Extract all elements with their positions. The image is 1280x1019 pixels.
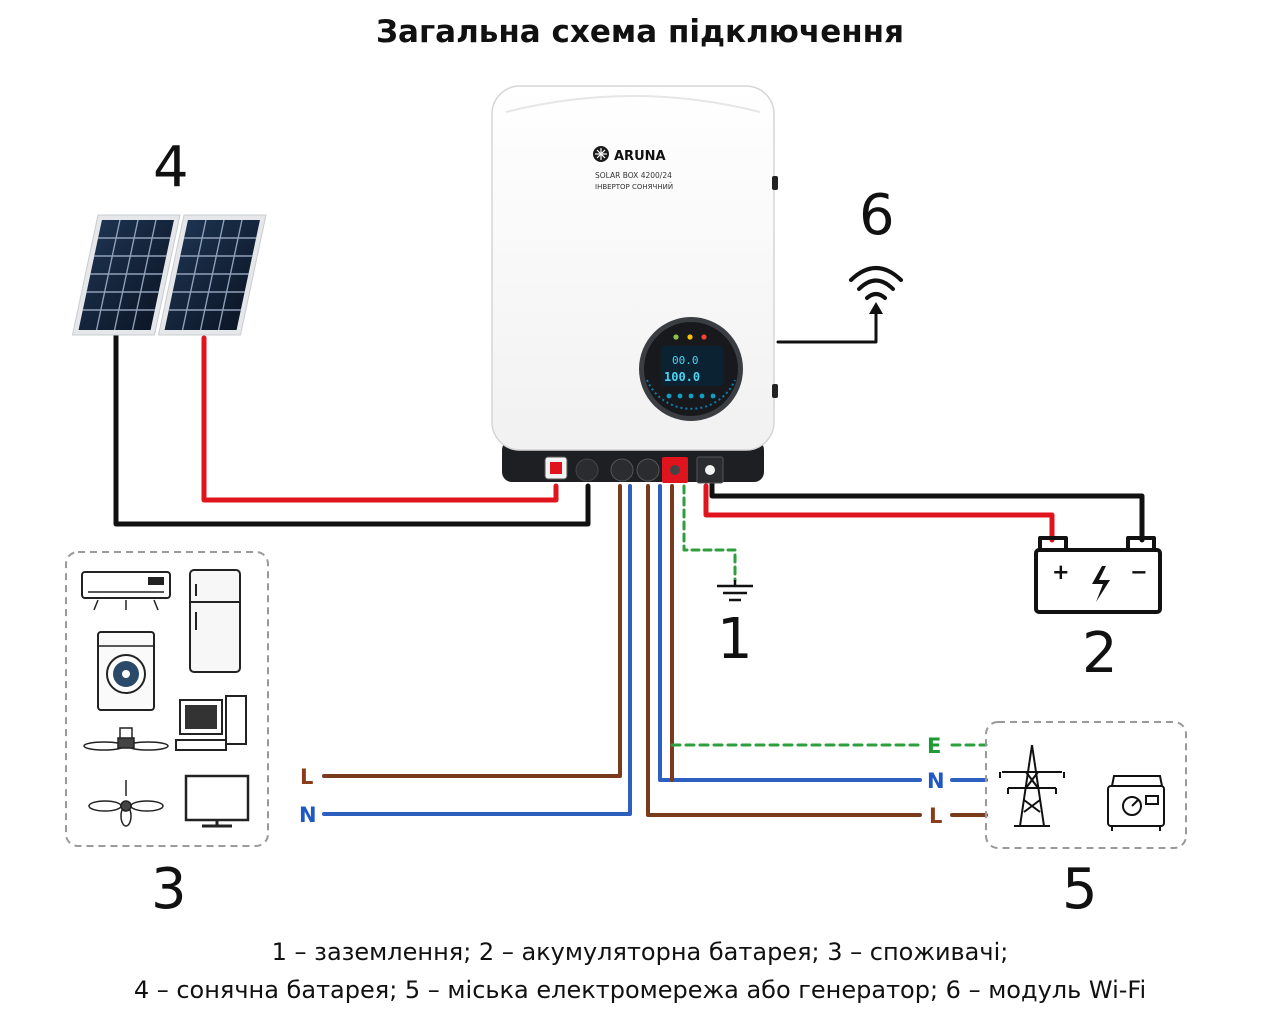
lcd-top-reading: 00.0: [672, 354, 699, 367]
control-panel: [639, 317, 743, 421]
grid-live-wire: [646, 484, 922, 817]
load-n-label: N: [299, 803, 317, 827]
battery-negative-wire: [709, 479, 1145, 543]
ground-icon: [717, 580, 753, 602]
grid-e-label: E: [927, 734, 941, 758]
battery-plus-label: +: [1052, 560, 1070, 584]
ceiling-fan-icon: [88, 780, 164, 827]
aruna-logo-icon: [593, 146, 609, 162]
grid-neutral-wire: [658, 484, 922, 782]
number-4: 4: [153, 135, 189, 200]
wifi-icon: [849, 266, 903, 300]
pv-negative-wire: [113, 329, 591, 527]
wifi-line: [776, 310, 878, 344]
battery-icon: [1034, 536, 1162, 614]
brand-label: ARUNA: [614, 149, 666, 164]
ground-wire: [682, 484, 737, 582]
load-live-wire: [322, 484, 622, 778]
lcd-screen: [661, 346, 723, 386]
power-pylon-icon: [999, 744, 1065, 827]
line-labels: L N E N L + −: [299, 560, 1148, 828]
generator-icon: [1107, 775, 1165, 831]
pv-positive-wire: [201, 335, 559, 503]
computer-icon: [175, 695, 247, 751]
solar-panel-icon: [71, 214, 267, 336]
battery-minus-label: −: [1130, 560, 1148, 584]
inverter: [491, 85, 778, 484]
washing-machine-icon: [97, 631, 155, 711]
number-6: 6: [859, 183, 895, 248]
fridge-icon: [189, 569, 241, 673]
page-title: Загальна схема підключення: [376, 14, 904, 50]
ac-glands: [610, 458, 660, 482]
lcd-bottom-reading: 100.0: [664, 370, 700, 384]
model-label: SOLAR BOX 4200/24: [595, 171, 672, 180]
legend-line-2: 4 – сонячна батарея; 5 – міська електром…: [133, 976, 1147, 1004]
wires: [113, 302, 1145, 817]
ceiling-fan-icon: [83, 727, 169, 751]
battery-positive-wire: [703, 483, 1055, 543]
number-3: 3: [151, 857, 187, 922]
legend-line-1: 1 – заземлення; 2 – акумуляторна батарея…: [271, 938, 1009, 966]
grid-l-label: L: [929, 804, 942, 828]
number-2: 2: [1082, 621, 1118, 686]
air-conditioner-icon: [81, 571, 171, 611]
number-5: 5: [1062, 857, 1098, 922]
battery-terminals: [662, 456, 724, 484]
number-1: 1: [717, 607, 753, 672]
device-subtitle: ІНВЕРТОР СОНЯЧНИЙ: [595, 182, 673, 191]
tv-icon: [184, 774, 250, 828]
pv-connector: [544, 456, 599, 482]
grid-n-label: N: [927, 769, 945, 793]
grid-box: [985, 721, 1187, 849]
loads-box: [65, 551, 269, 847]
load-neutral-wire: [322, 484, 632, 816]
load-l-label: L: [300, 765, 313, 789]
